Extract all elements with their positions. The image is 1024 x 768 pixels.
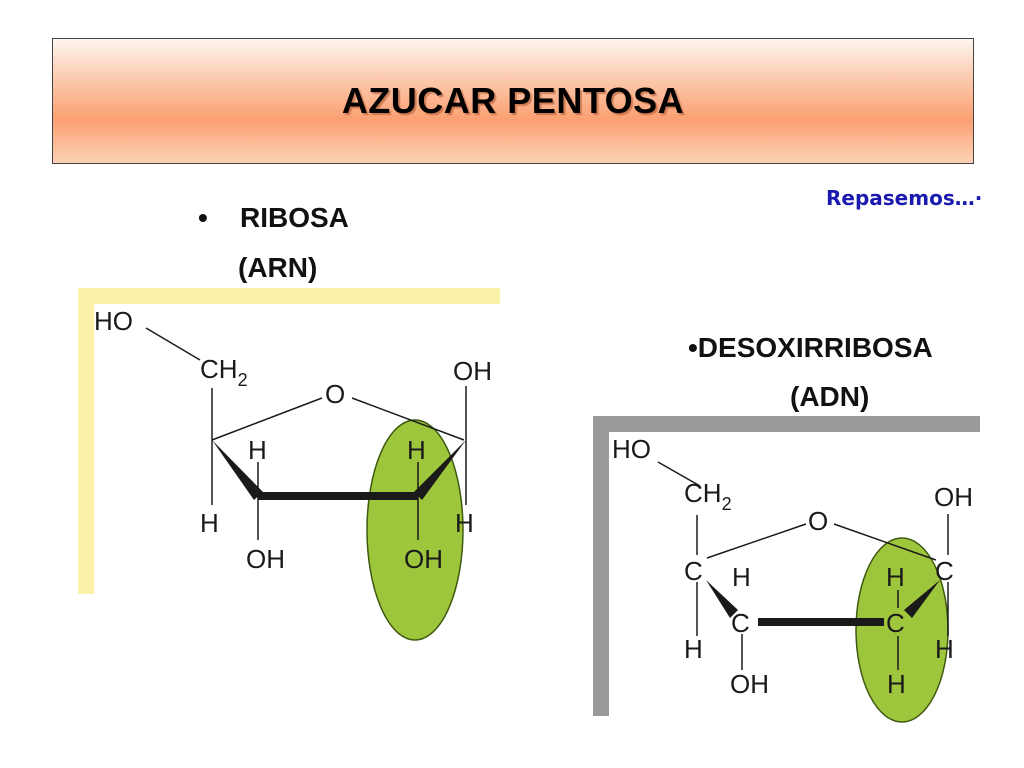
- ribose-name: RIBOSA: [240, 202, 349, 233]
- ribose-oh-top: OH: [453, 356, 492, 386]
- deoxyribose-ring-oxygen: O: [808, 506, 828, 536]
- deoxyribose-oh-top: OH: [934, 482, 973, 512]
- deoxyribose-c-bottom-left: C: [731, 608, 750, 638]
- review-note: Repasemos…·: [826, 186, 983, 210]
- slide-title: AZUCAR PENTOSA: [341, 80, 685, 121]
- deoxyribose-c-right: C: [935, 556, 954, 586]
- deoxyribose-c-bottom-right: C: [886, 608, 905, 638]
- ribose-bullet: •: [198, 202, 208, 233]
- deoxyribose-name: •DESOXIRRIBOSA: [688, 332, 933, 363]
- deoxyribose-ch2: CH2: [684, 478, 732, 514]
- deoxyribose-ho: HO: [612, 434, 651, 464]
- ribose-frame: [78, 288, 500, 594]
- deoxyribose-h-down-right: H: [935, 634, 954, 664]
- ribose-wedge-right: [414, 440, 466, 500]
- ribose-h-down-right: H: [455, 508, 474, 538]
- deoxyribose-c-left: C: [684, 556, 703, 586]
- ribose-ring-oxygen: O: [325, 379, 345, 409]
- ribose-subtitle: (ARN): [238, 252, 318, 283]
- ribose-h-down-left: H: [200, 508, 219, 538]
- deoxyribose-subtitle: (ADN): [790, 381, 870, 412]
- ribose-h-up-right: H: [407, 435, 426, 465]
- deoxyribose-h-bottom: H: [887, 669, 906, 699]
- deoxyribose-h-down-left: H: [684, 634, 703, 664]
- ribose-ho: HO: [94, 306, 133, 336]
- ribose-oh-bottom-left: OH: [246, 544, 285, 574]
- ribose-h-up-left: H: [248, 435, 267, 465]
- deoxyribose-bonds: [657, 461, 949, 670]
- ribose-wedge-left: [212, 440, 263, 500]
- deoxyribose-wedge-left: [706, 580, 738, 618]
- ribose-oh-bottom-right: OH: [404, 544, 443, 574]
- deoxyribose-frame: [593, 416, 980, 716]
- deoxyribose-oh-bottom: OH: [730, 669, 769, 699]
- title-banner: AZUCAR PENTOSA: [52, 38, 974, 164]
- deoxyribose-h-up-left: H: [732, 562, 751, 592]
- ribose-ch2: CH2: [200, 354, 248, 390]
- deoxyribose-wedge-right: [904, 580, 940, 618]
- deoxyribose-h-up-right: H: [886, 562, 905, 592]
